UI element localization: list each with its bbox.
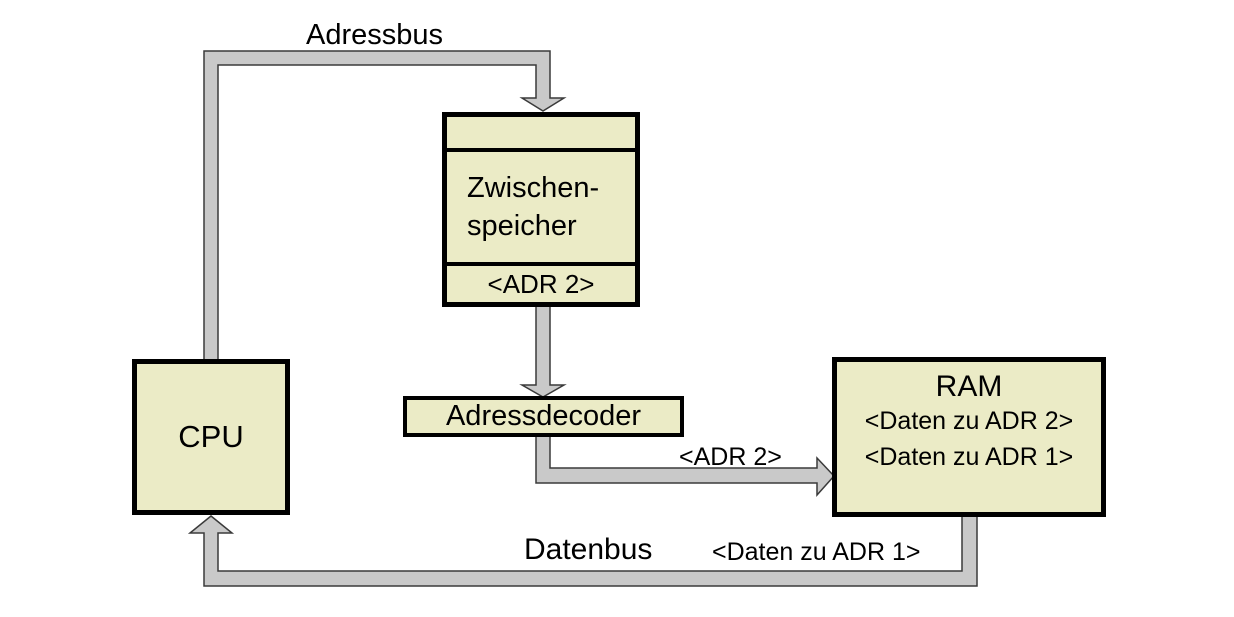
ram-entry: <Daten zu ADR 2>	[864, 407, 1074, 435]
adressbus-connector-arrow	[203, 50, 567, 366]
zwischenspeicher-register-value: <ADR 2>	[487, 268, 595, 299]
zwischenspeicher-box: Zwischen- speicher <ADR 2>	[442, 112, 640, 307]
ram-title: RAM	[935, 370, 1003, 403]
adressdecoder-to-ram-arrow	[535, 429, 836, 497]
cpu-box: CPU	[132, 359, 290, 515]
adressdecoder-label: Adressdecoder	[445, 400, 642, 432]
datenbus-connector-arrow	[187, 511, 978, 587]
datenbus-label: Datenbus	[524, 533, 653, 566]
ram-entry: <Daten zu ADR 1>	[864, 443, 1074, 471]
ram-box: RAM <Daten zu ADR 2> <Daten zu ADR 1>	[832, 357, 1106, 517]
zwischenspeicher-label-section: Zwischen- speicher	[447, 152, 635, 266]
adressbus-label: Adressbus	[306, 19, 444, 51]
zwischenspeicher-label-line2: speicher	[467, 210, 577, 242]
adr2-bus-label: <ADR 2>	[679, 443, 782, 471]
daten-zu-adr1-bus-label: <Daten zu ADR 1>	[712, 538, 921, 566]
zwischenspeicher-to-adressdecoder-arrow	[519, 299, 567, 398]
zwischenspeicher-label-line1: Zwischen-	[467, 172, 600, 204]
zwischenspeicher-empty-section	[447, 117, 635, 152]
zwischenspeicher-register-section: <ADR 2>	[447, 266, 635, 302]
cpu-label: CPU	[178, 419, 244, 454]
adressdecoder-box: Adressdecoder	[403, 396, 684, 437]
